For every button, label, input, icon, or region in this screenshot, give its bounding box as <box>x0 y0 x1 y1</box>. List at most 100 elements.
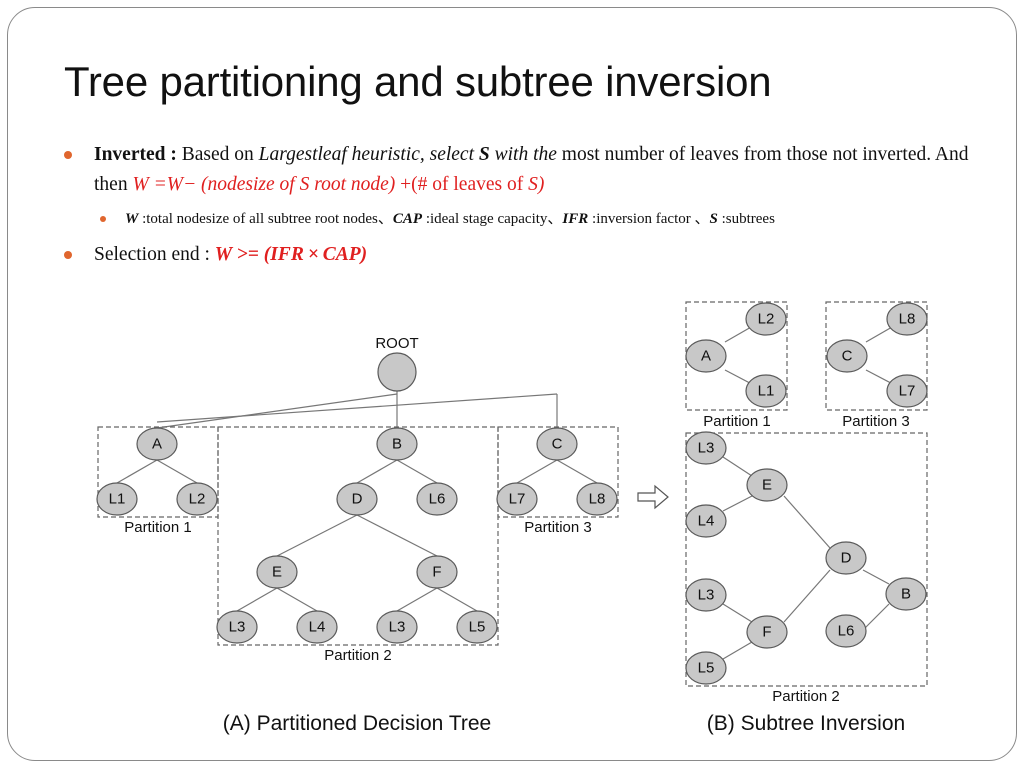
inverted-text-5: most number of leaves from those not inv… <box>94 144 969 195</box>
slide-frame <box>7 7 1017 761</box>
node-b-d: D <box>825 541 867 575</box>
svg-text:E: E <box>762 477 772 494</box>
svg-text:A: A <box>701 348 711 365</box>
svg-text:L5: L5 <box>469 619 486 636</box>
svg-text:L7: L7 <box>899 383 916 400</box>
partition-1-label: Partition 1 <box>124 519 192 536</box>
inverted-text-2: Largestleaf heuristic, select <box>258 144 479 165</box>
svg-text:L3: L3 <box>698 440 715 457</box>
node-a: A <box>136 427 178 461</box>
inverted-formula-1: W =W− (nodesize of S root node) <box>132 174 396 195</box>
node-l5: L5 <box>456 610 498 644</box>
root-node: ROOT <box>375 335 419 392</box>
node-b-l2: L2 <box>745 302 787 336</box>
inverted-text-4: with the <box>489 144 557 165</box>
node-l2: L2 <box>176 482 218 516</box>
svg-text:C: C <box>842 348 853 365</box>
svg-text:C: C <box>552 436 563 453</box>
node-b-l1: L1 <box>745 374 787 408</box>
node-b-b: B <box>885 577 927 611</box>
inverted-text-1: Based on <box>176 144 259 165</box>
node-e: E <box>256 555 298 589</box>
svg-text:B: B <box>901 586 911 603</box>
svg-text:D: D <box>841 550 852 567</box>
node-b-c: C <box>826 339 868 373</box>
inverted-label: Inverted : <box>94 144 177 165</box>
node-l6: L6 <box>416 482 458 516</box>
svg-text:L3: L3 <box>698 587 715 604</box>
svg-text:E: E <box>272 564 282 581</box>
edges-b <box>722 318 907 660</box>
svg-text:B: B <box>392 436 402 453</box>
svg-text:L6: L6 <box>429 491 446 508</box>
svg-text:L4: L4 <box>309 619 326 636</box>
bullet-definitions: W :total nodesize of all subtree root no… <box>64 208 984 230</box>
svg-text:L1: L1 <box>758 383 775 400</box>
slide-title: Tree partitioning and subtree inversion <box>64 58 772 105</box>
b-partition-2-label: Partition 2 <box>772 688 840 705</box>
svg-text:L8: L8 <box>899 311 916 328</box>
def-w: W <box>125 211 139 227</box>
def-ifr-desc: :inversion factor 、 <box>588 211 710 227</box>
def-cap: CAP <box>392 211 423 227</box>
selection-end-label: Selection end : <box>94 244 215 265</box>
bullet-dot <box>64 151 72 159</box>
svg-text:L3: L3 <box>389 619 406 636</box>
partition-boxes <box>97 301 928 687</box>
svg-text:L2: L2 <box>189 491 206 508</box>
b-partition-1-label: Partition 1 <box>703 413 771 430</box>
node-b-a: A <box>685 339 727 373</box>
node-b-f: F <box>746 615 788 649</box>
svg-text:L1: L1 <box>109 491 126 508</box>
node-f: F <box>416 555 458 589</box>
svg-text:L2: L2 <box>758 311 775 328</box>
node-l1: L1 <box>96 482 138 516</box>
partition-2-label: Partition 2 <box>324 647 392 664</box>
node-l4: L4 <box>296 610 338 644</box>
root-label: ROOT <box>375 335 418 352</box>
def-cap-desc: :ideal stage capacity、 <box>422 211 563 227</box>
node-b-l7: L7 <box>886 374 928 408</box>
selection-end-formula: W >= (IFR × CAP) <box>214 244 368 265</box>
bullet-list: Inverted : Based on Largestleaf heuristi… <box>64 140 984 270</box>
svg-text:L7: L7 <box>509 491 526 508</box>
def-ifr: IFR <box>562 211 589 227</box>
bullet-inverted: Inverted : Based on Largestleaf heuristi… <box>64 140 984 200</box>
bullet-selection-end: Selection end : W >= (IFR × CAP) <box>64 240 984 270</box>
sub-bullet-dot <box>100 216 106 222</box>
inverted-formula-2: +(# of leaves of <box>395 174 529 195</box>
def-s: S <box>709 211 718 227</box>
svg-text:L5: L5 <box>698 660 715 677</box>
svg-text:L8: L8 <box>589 491 606 508</box>
svg-text:F: F <box>432 564 441 581</box>
svg-text:A: A <box>152 436 162 453</box>
def-s-desc: :subtrees <box>717 211 775 227</box>
node-b-l5: L5 <box>685 651 727 685</box>
inverted-text-3: S <box>478 144 490 165</box>
svg-text:L4: L4 <box>698 513 715 530</box>
node-b-e: E <box>746 468 788 502</box>
nodes-a: A B C L1 L2 D L6 L7 L8 E F L3 L4 L3 L5 <box>96 427 618 644</box>
node-b: B <box>376 427 418 461</box>
node-b-l3-a: L3 <box>685 431 727 465</box>
caption-b: (B) Subtree Inversion <box>707 712 905 735</box>
svg-text:D: D <box>352 491 363 508</box>
node-l8: L8 <box>576 482 618 516</box>
node-l3-a: L3 <box>216 610 258 644</box>
b-partition-3-label: Partition 3 <box>842 413 910 430</box>
svg-text:F: F <box>762 624 771 641</box>
node-b-l4: L4 <box>685 504 727 538</box>
node-b-l6: L6 <box>825 614 867 648</box>
node-b-l3-b: L3 <box>685 578 727 612</box>
svg-text:L6: L6 <box>838 623 855 640</box>
partition-labels-a: Partition 1 Partition 3 Partition 2 <box>124 519 592 664</box>
partition-labels-b: Partition 1 Partition 3 Partition 2 <box>703 413 910 705</box>
caption-a: (A) Partitioned Decision Tree <box>223 712 491 735</box>
partition-3-label: Partition 3 <box>524 519 592 536</box>
def-w-desc: :total nodesize of all subtree root node… <box>138 211 393 227</box>
node-l7: L7 <box>496 482 538 516</box>
node-b-l8: L8 <box>886 302 928 336</box>
inverted-formula-3: S) <box>528 174 545 195</box>
arrow-right-icon <box>637 484 669 510</box>
